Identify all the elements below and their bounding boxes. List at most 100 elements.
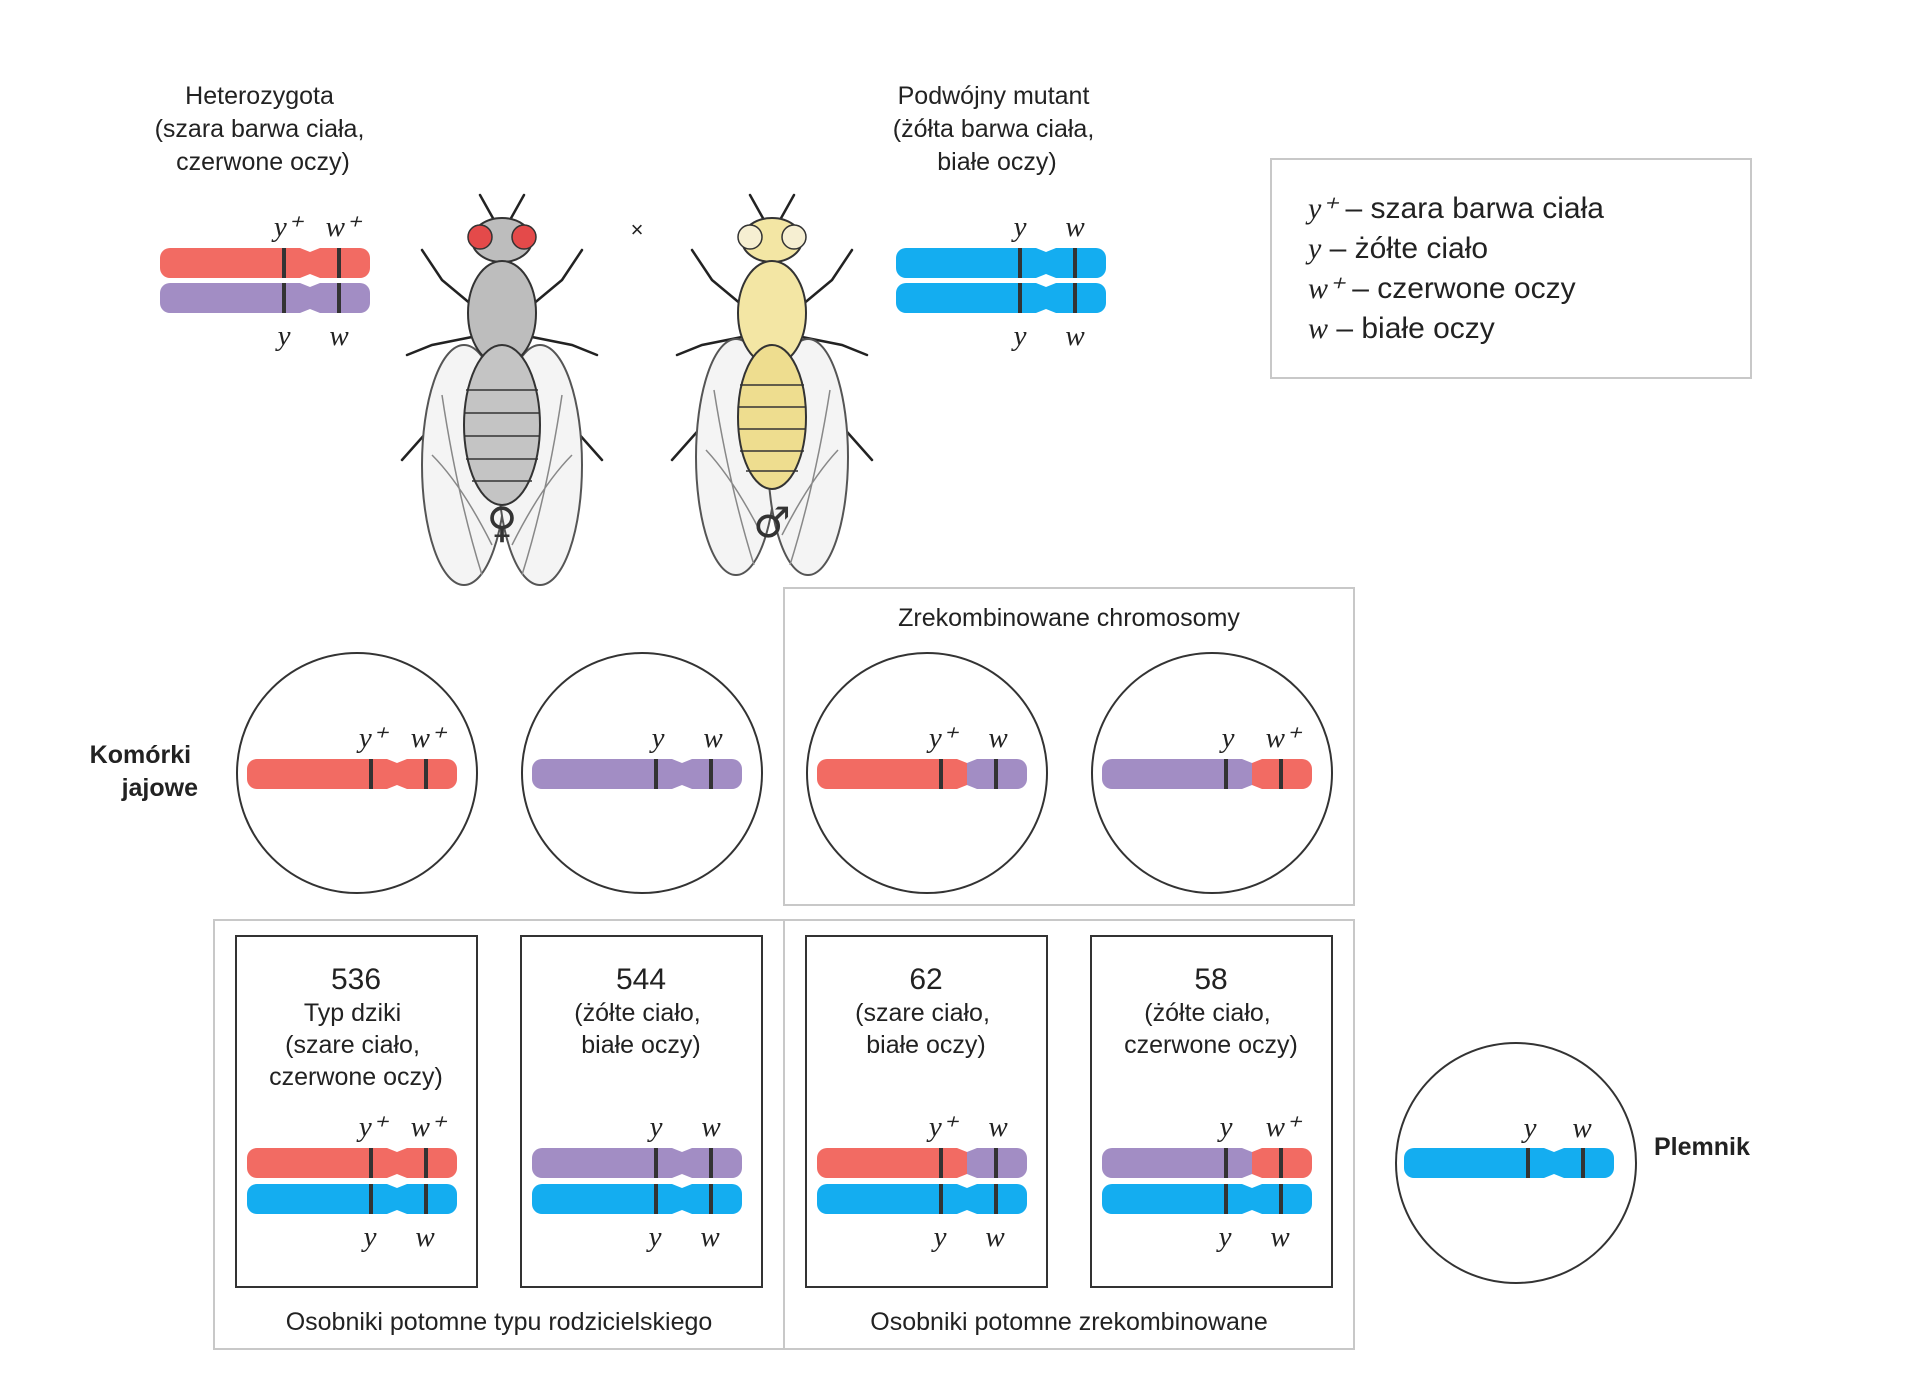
offspring-count: 62 (909, 963, 942, 996)
allele-label: y⁺ (271, 211, 305, 243)
offspring-box: 536 Typ dziki (szare ciało, czerwone ocz… (235, 935, 478, 1288)
female-title-line: Heterozygota (185, 82, 334, 110)
offspring-count: 58 (1194, 963, 1227, 996)
blue-chromosome (896, 283, 1106, 313)
legend-line: w⁺ – czerwone oczy (1308, 272, 1576, 305)
allele-label: w⁺ (411, 1111, 448, 1143)
allele-label: w⁺ (411, 722, 448, 754)
male-title-line: białe oczy) (937, 148, 1057, 176)
allele-label: y⁺ (356, 1111, 390, 1143)
offspring-box-frame (235, 935, 478, 1288)
legend-text: – czerwone oczy (1344, 272, 1576, 305)
allele-label: y (1011, 211, 1027, 243)
offspring-description-line: białe oczy) (581, 1031, 701, 1059)
blue-chromosome (1404, 1148, 1614, 1178)
blue-chromosome (1102, 1184, 1312, 1214)
female-title-line: (szara barwa ciała, (155, 115, 365, 143)
offspring-description-line: czerwone oczy) (1124, 1031, 1298, 1059)
red-chromosome (160, 248, 370, 278)
offspring-count: 544 (616, 963, 666, 996)
male-title: Podwójny mutant (żółta barwa ciała, biał… (893, 82, 1101, 176)
allele-label: y (931, 1221, 947, 1253)
allele-label: y (1011, 320, 1027, 352)
allele-label: w (985, 1221, 1005, 1253)
male-title-line: (żółta barwa ciała, (893, 115, 1094, 143)
legend-line: w – białe oczy (1308, 312, 1495, 345)
eggs-row-label-line: jajowe (121, 774, 199, 802)
recombinant-chromosome (817, 759, 1037, 789)
offspring-description-line: (szare ciało, (285, 1031, 420, 1059)
allele-label: y (275, 320, 291, 352)
blue-chromosome (247, 1184, 457, 1214)
offspring-box: 62 (szare ciało, białe oczy) y⁺ w y w (805, 935, 1048, 1288)
blue-chromosome (896, 248, 1106, 278)
recombinant-caption: Osobniki potomne zrekombinowane (870, 1308, 1267, 1336)
allele-label: y (1521, 1112, 1537, 1144)
offspring-description-line: (żółte ciało, (1144, 999, 1270, 1027)
red-chromosome (247, 1148, 457, 1178)
allele-label: y (1219, 722, 1235, 754)
allele-label: y (649, 722, 665, 754)
egg-cell: y⁺ w⁺ (236, 652, 478, 894)
legend-text: – białe oczy (1328, 312, 1495, 345)
legend-allele: y⁺ (1305, 192, 1339, 225)
sperm-cell: y w (1395, 1042, 1637, 1284)
allele-label: y (1216, 1221, 1232, 1253)
allele-label: w (1270, 1221, 1290, 1253)
cross-symbol: × (631, 217, 644, 242)
sperm-label: Plemnik (1654, 1133, 1750, 1161)
allele-label: y (1217, 1111, 1233, 1143)
offspring-description: (szare ciało, białe oczy) (855, 999, 997, 1059)
offspring-box-frame (1090, 935, 1333, 1288)
offspring-box-frame (805, 935, 1048, 1288)
allele-label: w (988, 1111, 1008, 1143)
recombined-frame (783, 587, 1355, 906)
purple-chromosome (160, 283, 370, 313)
blue-chromosome (817, 1184, 1027, 1214)
red-chromosome (247, 759, 457, 789)
allele-legend: y⁺ – szara barwa ciała y – żółte ciało w… (1270, 158, 1752, 379)
blue-chromosome (532, 1184, 742, 1214)
egg-cell: y⁺ w (806, 652, 1048, 894)
legend-allele: w⁺ (1308, 272, 1346, 305)
eggs-row-label-line: Komórki (90, 741, 191, 769)
female-fly-icon (400, 193, 604, 586)
offspring-description-line: (szare ciało, (855, 999, 990, 1027)
purple-chromosome (532, 759, 742, 789)
offspring-description-line: białe oczy) (866, 1031, 986, 1059)
allele-label: y⁺ (356, 722, 390, 754)
eggs-row-label: Komórki jajowe (90, 741, 198, 802)
recombinant-frame (783, 919, 1355, 1350)
offspring-description-line: (żółte ciało, (574, 999, 700, 1027)
legend-box (1270, 158, 1752, 379)
female-symbol: ♀ (487, 498, 518, 547)
male-fly-icon (670, 193, 874, 576)
legend-allele: w (1308, 312, 1328, 345)
female-chromosome-pair: y⁺ w⁺ y w (160, 211, 370, 352)
female-title-line: czerwone oczy) (176, 148, 350, 176)
offspring-box: 544 (żółte ciało, białe oczy) y w y w (520, 935, 763, 1288)
male-symbol: ♂ (753, 498, 791, 547)
parental-caption: Osobniki potomne typu rodzicielskiego (286, 1308, 713, 1336)
allele-label: w (700, 1221, 720, 1253)
allele-label: w⁺ (326, 211, 363, 243)
allele-label: w (415, 1221, 435, 1253)
allele-label: w (1065, 211, 1085, 243)
offspring-box: 58 (żółte ciało, czerwone oczy) y w⁺ y w (1090, 935, 1333, 1288)
egg-cell: y w (521, 652, 763, 894)
legend-allele: y (1305, 232, 1322, 265)
female-title: Heterozygota (szara barwa ciała, czerwon… (155, 82, 372, 176)
offspring-description: (żółte ciało, białe oczy) (574, 999, 707, 1059)
allele-label: w (703, 722, 723, 754)
offspring-description: (żółte ciało, czerwone oczy) (1124, 999, 1298, 1059)
recombinant-chromosome (1102, 759, 1322, 789)
allele-label: w (701, 1111, 721, 1143)
recombinant-chromosome (1102, 1148, 1322, 1178)
allele-label: w (329, 320, 349, 352)
offspring-count: 536 (331, 963, 381, 996)
allele-label: w (1065, 320, 1085, 352)
male-chromosome-pair: y w y w (896, 211, 1106, 352)
allele-label: y⁺ (926, 1111, 960, 1143)
offspring-box-frame (520, 935, 763, 1288)
